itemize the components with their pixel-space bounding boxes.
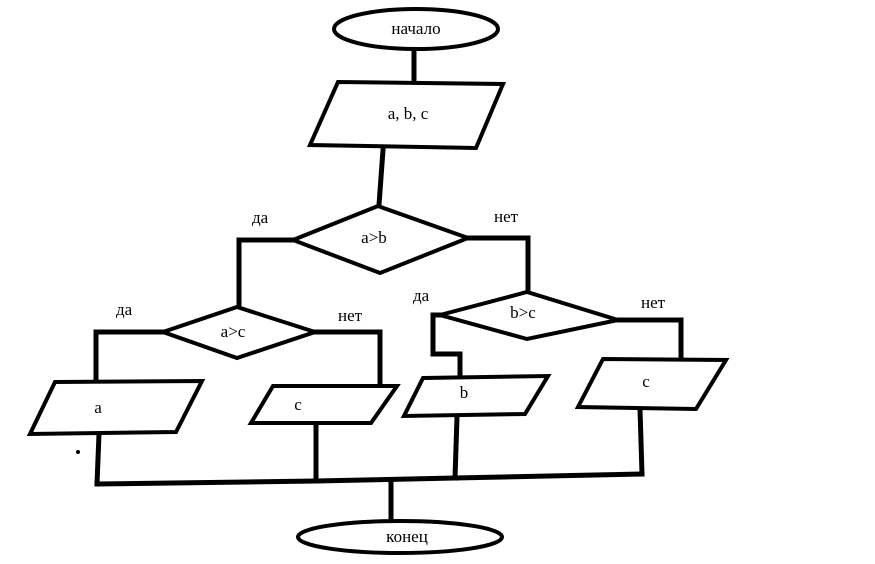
yes-label-bc: да: [413, 286, 430, 305]
connector-input-decision: [376, 147, 386, 208]
output-c-right-label: c: [642, 372, 650, 391]
output-a-label: a: [94, 398, 102, 417]
decision-b-gt-c-label: b>c: [510, 303, 536, 322]
decision-a-gt-c-label: a>c: [221, 322, 246, 341]
end-label: конец: [386, 527, 428, 546]
no-label-ab: нет: [494, 207, 519, 226]
yes-label-ab: да: [252, 208, 269, 227]
connector-a-down: [94, 431, 102, 487]
output-a-block: [26, 378, 206, 437]
start-label: начало: [391, 19, 440, 38]
output-c-right-block: [574, 356, 730, 412]
output-c-left-block: [247, 384, 401, 425]
connector-ab-no: [465, 235, 531, 295]
connectors: [76, 47, 684, 525]
connector-bc-yes: [430, 312, 463, 381]
decision-a-gt-b-label: a>b: [361, 228, 387, 247]
no-label-ac: нет: [338, 306, 363, 325]
connector-merge: [94, 471, 645, 487]
connector-bc-no: [615, 317, 684, 361]
no-label-bc: нет: [641, 293, 666, 312]
decision-a-gt-c: [156, 304, 322, 361]
decision-a-gt-b: [287, 203, 474, 276]
input-label: a, b, c: [388, 104, 429, 123]
output-b-label: b: [460, 383, 469, 402]
output-b-block: [400, 373, 552, 419]
yes-label-ac: да: [116, 300, 133, 319]
end-terminal: [296, 519, 504, 555]
start-terminal: [332, 7, 500, 51]
decision-b-gt-c: [432, 289, 619, 342]
input-block: [306, 79, 506, 151]
connector-b-down: [452, 414, 460, 481]
connector-ac-yes: [93, 329, 166, 385]
connector-ab-yes: [236, 237, 296, 308]
connector-ac-no: [312, 329, 383, 389]
connector-c-right-down: [637, 406, 645, 477]
stray-dot: [76, 450, 80, 454]
output-c-left-label: c: [294, 395, 302, 414]
